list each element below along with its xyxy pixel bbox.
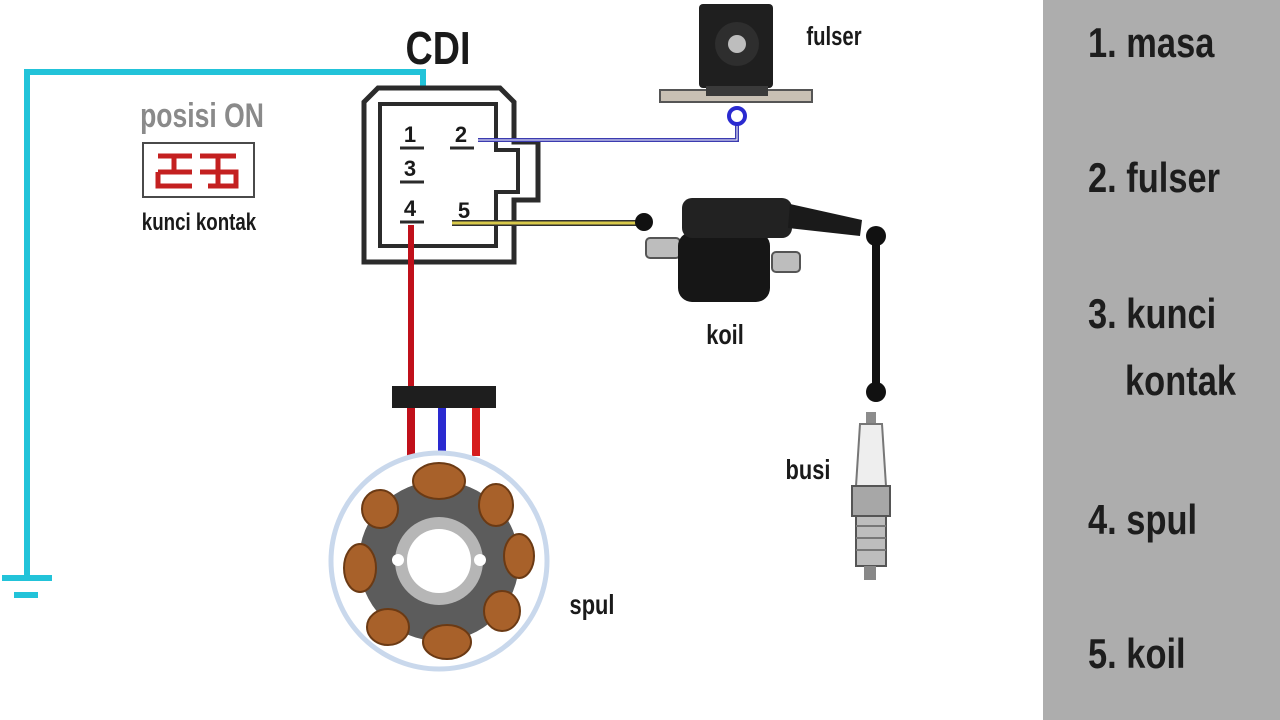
fulser-wire xyxy=(478,122,739,142)
busi-label: busi xyxy=(786,454,831,485)
fulser-part xyxy=(659,4,813,126)
legend-item-spul: 4. spul xyxy=(1088,496,1198,543)
legend-item-kunci: 3. kunci xyxy=(1088,290,1217,337)
koil-wire xyxy=(452,213,653,231)
cdi-pin-5: 5 xyxy=(458,198,470,223)
posisi-on-label: posisi ON xyxy=(140,97,264,135)
kunci-kontak-label: kunci kontak xyxy=(142,209,256,236)
legend-item-fulser: 2. fulser xyxy=(1088,154,1221,201)
cdi-pin-2: 2 xyxy=(455,122,467,147)
cdi-unit: 1 2 3 4 5 xyxy=(361,85,541,265)
koil-label: koil xyxy=(706,319,744,350)
koil-part xyxy=(645,198,862,302)
wiring-diagram: CDI 1 2 3 4 5 posisi ON kunci kontak xyxy=(2,4,891,672)
legend-panel: 1. masa 2. fulser 3. kunci kontak 4. spu… xyxy=(1043,0,1280,720)
cdi-title: CDI xyxy=(406,22,471,73)
cdi-pin-4: 4 xyxy=(404,196,417,221)
kunci-kontak-symbol xyxy=(142,142,255,198)
legend-item-masa: 1. masa xyxy=(1088,19,1215,66)
busi-cable xyxy=(866,226,886,402)
spul-label: spul xyxy=(570,589,615,620)
spul-connector xyxy=(392,386,496,456)
cdi-pin-3: 3 xyxy=(404,156,416,181)
busi-part xyxy=(851,412,891,580)
spul-part xyxy=(328,450,550,672)
cdi-pin-1: 1 xyxy=(404,122,416,147)
fulser-label: fulser xyxy=(806,22,861,51)
legend-item-kontak: kontak xyxy=(1125,357,1237,404)
legend-item-koil: 5. koil xyxy=(1088,630,1186,677)
